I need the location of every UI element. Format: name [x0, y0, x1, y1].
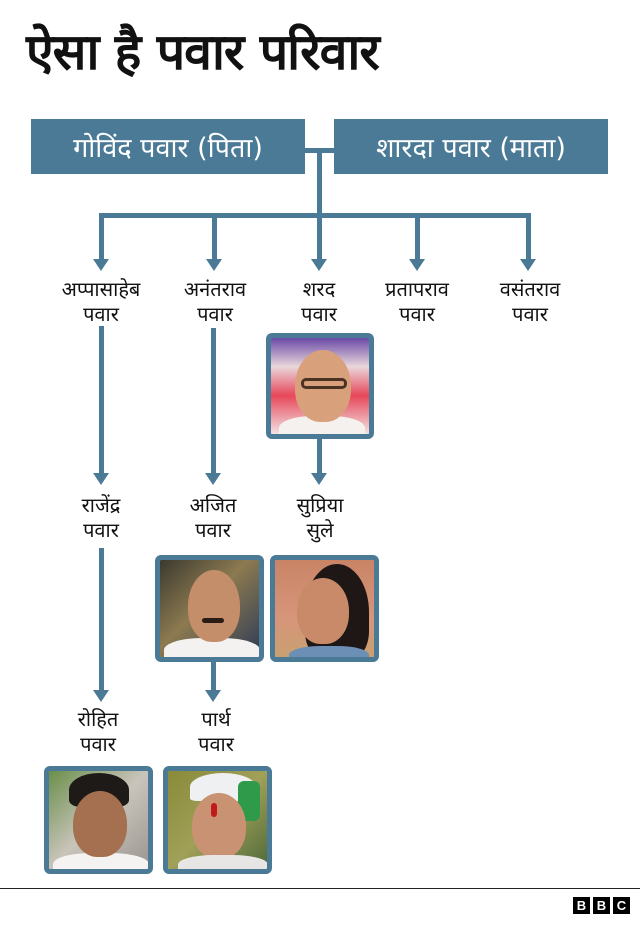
name-line2: पवार	[198, 732, 234, 756]
person-rajendra-pawar: राजेंद्र पवार	[82, 493, 121, 543]
name-line1: प्रतापराव	[385, 277, 449, 301]
arrow-down-icon	[409, 259, 425, 271]
bbc-logo: B B C	[573, 897, 630, 914]
photo-sharad-pawar	[266, 333, 374, 439]
bbc-logo-letter: B	[573, 897, 590, 914]
photo-parth-pawar	[163, 766, 272, 874]
mother-box: शारदा पवार (माता)	[334, 119, 608, 174]
drop-supriya	[317, 439, 322, 477]
person-supriya-sule: सुप्रिया सुले	[297, 493, 344, 543]
name-line1: शरद	[302, 277, 336, 301]
arrow-down-icon	[93, 473, 109, 485]
drop-anantrao	[212, 213, 217, 263]
arrow-down-icon	[93, 690, 109, 702]
arrow-down-icon	[311, 259, 327, 271]
person-vasantrao-pawar: वसंतराव पवार	[500, 277, 561, 327]
name-line2: पवार	[195, 518, 231, 542]
footer-divider	[0, 888, 640, 889]
drop-vasantrao	[526, 213, 531, 263]
name-line1: वसंतराव	[499, 277, 561, 301]
name-line2: पवार	[80, 732, 116, 756]
name-line1: रोहित	[77, 707, 119, 731]
name-line1: अजित	[189, 493, 237, 517]
name-line2: पवार	[83, 518, 119, 542]
photo-rohit-pawar	[44, 766, 153, 874]
generation1-branch	[99, 213, 531, 218]
person-sharad-pawar: शरद पवार	[301, 277, 337, 327]
drop-prataprao	[415, 213, 420, 263]
person-parth-pawar: पार्थ पवार	[198, 707, 234, 757]
arrow-down-icon	[520, 259, 536, 271]
name-line1: राजेंद्र	[81, 493, 121, 517]
drop-rohit	[99, 548, 104, 693]
name-line2: पवार	[301, 302, 337, 326]
person-ajit-pawar: अजित पवार	[190, 493, 237, 543]
drop-appasaheb	[99, 213, 104, 263]
arrow-down-icon	[205, 473, 221, 485]
name-line1: पार्थ	[201, 707, 231, 731]
arrow-down-icon	[205, 690, 221, 702]
father-box: गोविंद पवार (पिता)	[31, 119, 305, 174]
arrow-down-icon	[206, 259, 222, 271]
bbc-logo-letter: B	[593, 897, 610, 914]
drop-parth	[211, 662, 216, 693]
name-line1: अनंतराव	[183, 277, 247, 301]
arrow-down-icon	[311, 473, 327, 485]
drop-ajit	[211, 328, 216, 476]
name-line2: पवार	[399, 302, 435, 326]
drop-sharad	[317, 213, 322, 263]
parents-trunk	[317, 148, 322, 218]
photo-supriya-sule	[270, 555, 379, 662]
person-prataprao-pawar: प्रतापराव पवार	[385, 277, 449, 327]
name-line1: अप्पासाहेब	[61, 277, 141, 301]
name-line2: सुले	[306, 518, 334, 542]
name-line2: पवार	[197, 302, 233, 326]
person-anantrao-pawar: अनंतराव पवार	[184, 277, 246, 327]
person-rohit-pawar: रोहित पवार	[78, 707, 119, 757]
page-title: ऐसा है पवार परिवार	[26, 23, 380, 81]
drop-rajendra	[99, 326, 104, 476]
name-line2: पवार	[512, 302, 548, 326]
photo-ajit-pawar	[155, 555, 264, 662]
arrow-down-icon	[93, 259, 109, 271]
name-line1: सुप्रिया	[296, 493, 344, 517]
person-appasaheb-pawar: अप्पासाहेब पवार	[62, 277, 141, 327]
bbc-logo-letter: C	[613, 897, 630, 914]
name-line2: पवार	[83, 302, 119, 326]
